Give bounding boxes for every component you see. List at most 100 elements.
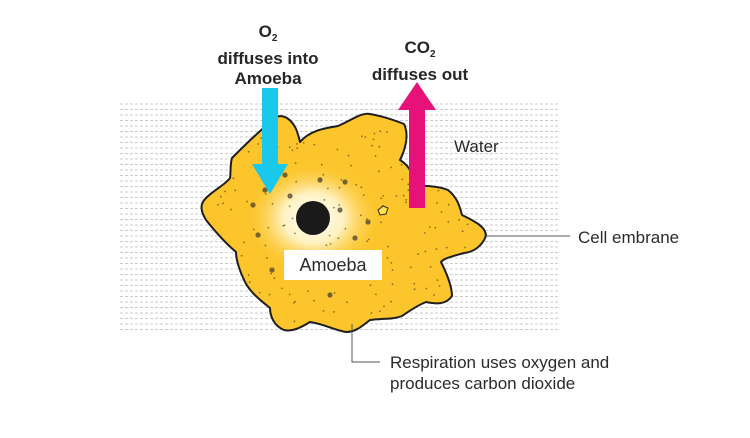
granule — [378, 145, 381, 148]
granule — [232, 177, 235, 180]
granule — [402, 194, 405, 197]
granule — [407, 183, 410, 186]
granule — [322, 310, 325, 312]
granule — [294, 232, 296, 235]
granule — [391, 283, 394, 286]
granule — [269, 267, 275, 273]
granule — [365, 218, 368, 220]
granule — [247, 274, 250, 276]
granule — [338, 204, 341, 206]
granule — [447, 221, 450, 223]
granule — [280, 287, 283, 290]
co2-label-line: diffuses out — [371, 65, 469, 84]
granule — [302, 142, 305, 144]
granule — [383, 305, 385, 308]
granule — [268, 293, 271, 296]
granule — [250, 202, 256, 208]
granule — [424, 250, 427, 253]
granule — [391, 269, 394, 271]
granule — [266, 257, 268, 259]
nucleus — [296, 201, 330, 235]
granule — [262, 187, 268, 193]
granule — [294, 300, 296, 303]
granule — [288, 293, 291, 296]
granule — [361, 135, 363, 138]
granule — [271, 202, 274, 205]
o2-formula: O — [258, 22, 272, 41]
granule — [390, 300, 392, 303]
granule — [247, 150, 250, 153]
granule — [293, 301, 295, 304]
granule — [380, 197, 383, 200]
granule — [329, 243, 332, 245]
granule — [234, 189, 237, 192]
granule — [434, 226, 437, 229]
cell-membrane-label: Cell embrane — [578, 228, 680, 247]
granule — [337, 237, 340, 240]
granule — [374, 155, 377, 158]
water-label: Water — [454, 137, 499, 156]
granule — [372, 138, 375, 141]
granule — [244, 281, 247, 284]
amoeba-label: Amoeba — [284, 250, 382, 280]
granule — [413, 282, 416, 285]
granule — [264, 193, 267, 195]
granule — [417, 253, 419, 256]
granule — [350, 164, 353, 167]
granule — [387, 245, 389, 248]
granule — [293, 320, 296, 323]
granule — [282, 224, 285, 227]
granule — [259, 291, 261, 294]
granule — [364, 136, 367, 139]
granule — [413, 288, 416, 291]
granule — [252, 228, 255, 231]
granule — [337, 207, 343, 213]
granule — [423, 232, 426, 234]
granule — [287, 193, 293, 199]
granule — [296, 147, 299, 150]
co2-formula: CO — [404, 38, 430, 57]
respiration-leader-line — [351, 324, 380, 363]
granule — [333, 206, 335, 209]
granule — [323, 199, 326, 201]
granule — [219, 195, 222, 198]
granule — [283, 224, 286, 227]
granule — [224, 190, 227, 193]
granule — [466, 223, 469, 226]
granule — [332, 311, 335, 313]
granule — [362, 194, 365, 197]
granule — [359, 214, 362, 217]
granule — [270, 272, 272, 275]
granule — [433, 294, 435, 296]
o2-subscript: 2 — [271, 33, 278, 44]
granule — [346, 301, 348, 304]
granule — [428, 226, 431, 228]
co2-subscript: 2 — [429, 49, 436, 60]
granule — [267, 226, 270, 229]
granule — [407, 189, 410, 192]
granule — [355, 183, 358, 186]
food-vacuole — [377, 205, 389, 216]
granule — [458, 219, 460, 221]
granule — [217, 203, 219, 206]
granule — [371, 144, 373, 147]
o2-label: O2 diffuses into Amoeba — [198, 22, 338, 89]
granule — [246, 200, 249, 203]
granule — [260, 137, 263, 140]
granule — [382, 195, 385, 197]
o2-label-line2: Amoeba — [234, 69, 302, 88]
granule — [438, 285, 441, 287]
granule — [342, 179, 348, 185]
granule — [369, 284, 372, 287]
granule — [437, 189, 440, 192]
o2-arrow — [252, 88, 288, 194]
granule — [367, 238, 370, 241]
granule — [325, 244, 328, 247]
granule — [365, 219, 371, 225]
granule — [401, 178, 404, 181]
granule — [327, 292, 333, 298]
granule — [409, 266, 412, 269]
granule — [294, 162, 297, 165]
granule — [248, 281, 251, 283]
